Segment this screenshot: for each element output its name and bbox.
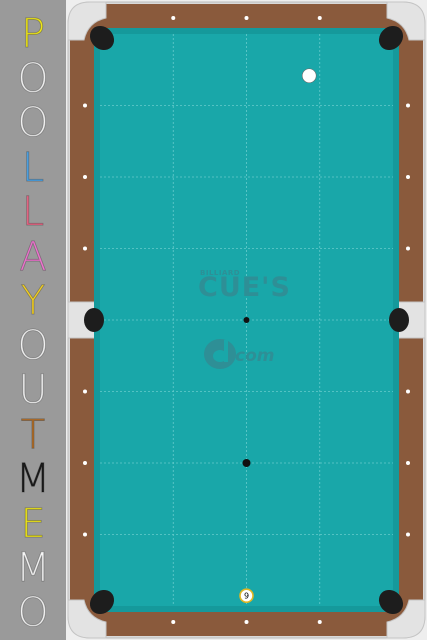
pocket-bottom-left bbox=[89, 589, 115, 615]
title-letter: O bbox=[17, 589, 50, 636]
rail-diamond bbox=[317, 16, 322, 20]
pockets bbox=[84, 25, 409, 615]
rail-diamond bbox=[83, 461, 87, 465]
pocket-top-left bbox=[89, 25, 115, 51]
logo-billiard-text: BILLIARD bbox=[200, 269, 241, 277]
rail-diamonds bbox=[83, 16, 410, 624]
pocket-bottom-right bbox=[378, 589, 404, 615]
ball-number: 9 bbox=[244, 592, 249, 601]
rail-diamond bbox=[83, 389, 87, 394]
com-logo: com bbox=[203, 336, 303, 376]
rail-diamond bbox=[83, 532, 87, 537]
pocket-top-right bbox=[378, 25, 404, 51]
title-letter: Y bbox=[20, 278, 46, 324]
logo-com-text: com bbox=[235, 346, 275, 366]
rail-diamond bbox=[406, 175, 410, 179]
center-spot bbox=[243, 317, 250, 323]
title-letter: T bbox=[20, 411, 46, 458]
rail-diamond bbox=[406, 389, 410, 394]
nine-ball[interactable]: 9 bbox=[239, 588, 254, 604]
rail-diamond bbox=[406, 461, 410, 465]
cues-logo: BILLIARD CUE'S bbox=[196, 262, 316, 312]
spots bbox=[242, 317, 251, 467]
title-letter: M bbox=[15, 545, 51, 591]
logo-d-icon bbox=[204, 339, 236, 369]
rail-diamond bbox=[406, 246, 410, 251]
rail-diamond bbox=[317, 620, 322, 624]
title-letter: A bbox=[19, 233, 47, 280]
table-drawing: 9 bbox=[66, 0, 427, 640]
title-letter: O bbox=[17, 322, 50, 369]
rail-diamond bbox=[171, 16, 176, 20]
corner-plate-tr bbox=[386, 1, 426, 41]
rail-diamond bbox=[244, 620, 249, 624]
rail-diamond bbox=[83, 103, 87, 108]
rail-diamond bbox=[83, 246, 87, 251]
corner-plate-tl bbox=[67, 1, 107, 41]
title-letter: O bbox=[17, 55, 50, 102]
cue-ball[interactable] bbox=[301, 68, 317, 84]
logo-cues-text: CUE'S bbox=[198, 272, 291, 303]
rail-diamond bbox=[244, 16, 249, 20]
pocket-side-right bbox=[389, 308, 409, 332]
title-letter: L bbox=[21, 189, 45, 235]
rail-diamond bbox=[83, 175, 87, 179]
corner-plate-br bbox=[386, 599, 426, 639]
rail-diamond bbox=[406, 103, 410, 108]
rail-diamond bbox=[171, 620, 176, 624]
title-letter: U bbox=[18, 367, 48, 413]
pool-table[interactable]: 9 bbox=[66, 0, 427, 640]
pocket-side-left bbox=[84, 308, 104, 332]
title-letter: E bbox=[20, 500, 46, 547]
title-letter: O bbox=[17, 100, 50, 146]
title-letter: M bbox=[15, 456, 51, 502]
rail-diamond bbox=[406, 532, 410, 537]
corner-plate-bl bbox=[67, 599, 107, 639]
foot-spot bbox=[242, 459, 251, 467]
balls[interactable]: 9 bbox=[239, 68, 317, 604]
title-letter: L bbox=[21, 144, 45, 191]
title-letter: P bbox=[20, 11, 46, 57]
